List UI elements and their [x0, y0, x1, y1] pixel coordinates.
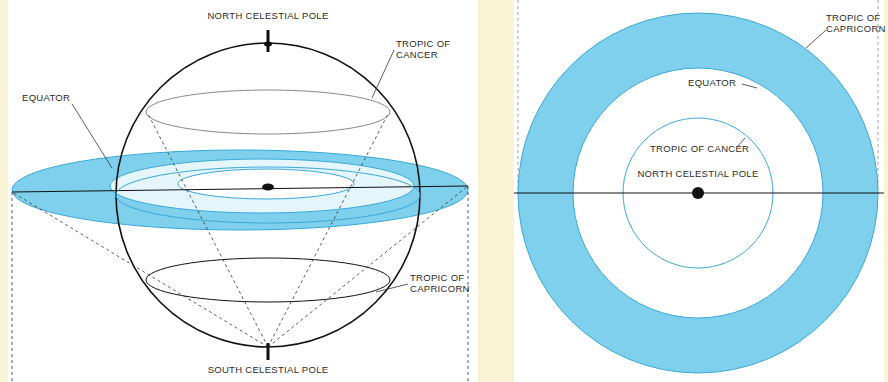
leader-lines — [72, 50, 408, 292]
north-pole-tick — [267, 30, 270, 52]
right-panel — [514, 0, 884, 382]
projection-plane — [12, 150, 468, 230]
left-panel — [8, 0, 478, 382]
leader-lines — [738, 30, 826, 146]
callout-label: EQUATOR — [688, 77, 736, 88]
callout-label: TROPIC OF CAPRICORN — [410, 272, 472, 294]
callout-label: TROPIC OF CAPRICORN — [826, 12, 882, 34]
projection-lines — [12, 114, 468, 382]
north-pole-mark — [264, 42, 272, 47]
callout-label: TROPIC OF CANCER — [396, 38, 458, 60]
callout-label: NORTH CELESTIAL POLE — [207, 10, 328, 21]
callout-label: EQUATOR — [22, 92, 70, 103]
callout-label: NORTH CELESTIAL POLE — [637, 168, 758, 179]
polar-projection — [514, 0, 884, 373]
celestial-sphere — [116, 43, 420, 347]
callout-label: TROPIC OF CANCER — [650, 143, 749, 154]
south-pole-tick — [267, 343, 270, 360]
callout-label: SOUTH CELESTIAL POLE — [208, 364, 329, 375]
